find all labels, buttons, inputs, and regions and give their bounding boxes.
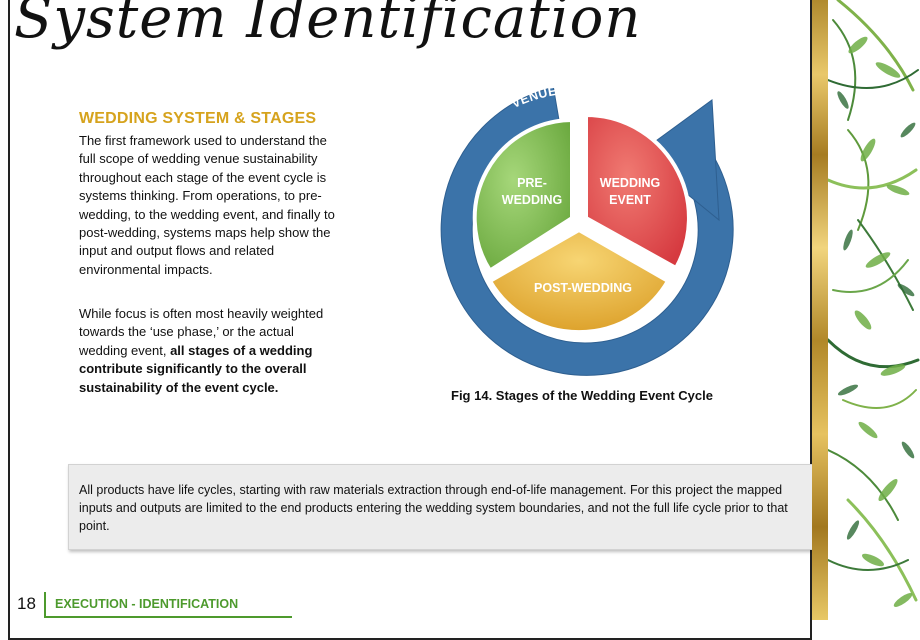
footer-section-label: EXECUTION - IDENTIFICATION (55, 597, 239, 611)
post-wedding-segment (488, 228, 670, 335)
page-title: System Identification (14, 0, 642, 51)
pre-wedding-segment (472, 118, 574, 273)
botanical-leaves-decoration (828, 0, 920, 607)
wedding-event-label-2: EVENT (609, 193, 651, 207)
wedding-event-segment (584, 113, 691, 270)
section-heading: WEDDING SYSTEM & STAGES (79, 110, 317, 127)
gold-border-strip (812, 0, 828, 620)
note-callout: All products have life cycles, starting … (68, 464, 813, 550)
pre-wedding-label-2: WEDDING (502, 193, 562, 207)
pre-wedding-label-1: PRE- (517, 176, 547, 190)
wedding-cycle-diagram: VENUE OPERATIONS PRE- WEDDING WEDDING EV… (440, 82, 734, 376)
emphasis-paragraph-plain: While focus is often most heavily weight… (79, 306, 324, 358)
wedding-event-label-1: WEDDING (600, 176, 660, 190)
emphasis-paragraph: While focus is often most heavily weight… (79, 305, 341, 397)
post-wedding-label: POST-WEDDING (534, 281, 632, 295)
note-text: All products have life cycles, starting … (79, 483, 788, 533)
intro-paragraph: The first framework used to understand t… (79, 133, 335, 277)
emphasis-paragraph-bold: all stages of a wedding contribute signi… (79, 342, 313, 395)
page-number: 18 (17, 594, 36, 613)
figure-caption: Fig 14. Stages of the Wedding Event Cycl… (451, 388, 713, 403)
footer-divider (44, 592, 46, 618)
venue-operations-ring (440, 86, 734, 376)
footer-rule (44, 616, 292, 618)
